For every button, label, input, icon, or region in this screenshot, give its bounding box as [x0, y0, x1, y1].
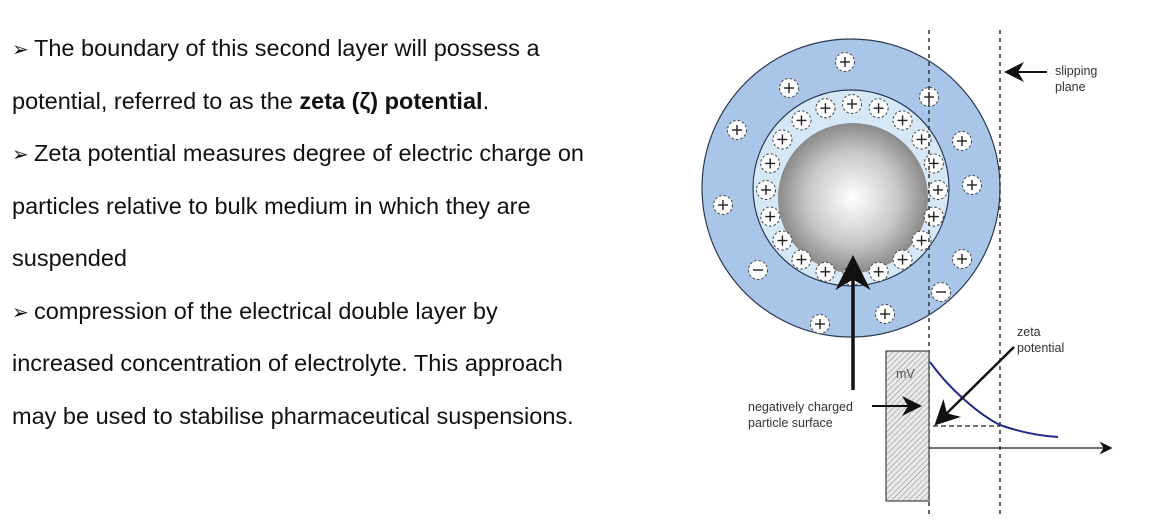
text-line: may be used to stabilise pharmaceutical …	[12, 390, 692, 443]
potential-curve	[929, 361, 1059, 438]
positive-ion-icon	[962, 175, 982, 195]
text-segment: Zeta potential measures degree of electr…	[34, 140, 584, 166]
axis-unit-label: mV	[896, 367, 915, 381]
surface-label-line2: particle surface	[748, 416, 833, 430]
positive-ion-icon	[868, 98, 889, 119]
positive-ion-icon	[928, 180, 948, 200]
slide-text: ➢The boundary of this second layer will …	[12, 22, 692, 442]
positive-ion-icon	[892, 110, 913, 131]
text-line: ➢compression of the electrical double la…	[12, 285, 692, 338]
positive-ion-icon	[760, 153, 781, 174]
positive-ion-icon	[952, 131, 972, 151]
positive-ion-icon	[815, 261, 836, 282]
surface-label-line1: negatively charged	[748, 400, 853, 414]
positive-ion-icon	[835, 52, 855, 72]
diagram-svg	[701, 30, 1113, 518]
positive-ion-icon	[923, 206, 944, 227]
text-segment: suspended	[12, 245, 127, 271]
text-line: suspended	[12, 232, 692, 285]
positive-ion-icon	[952, 249, 972, 269]
positive-ion-icon	[842, 94, 862, 114]
text-segment: increased concentration of electrolyte. …	[12, 350, 563, 376]
positive-ion-icon	[756, 180, 776, 200]
zeta-potential-diagram: slipping plane zeta potential negatively…	[700, 30, 1140, 518]
positive-ion-icon	[772, 129, 793, 150]
text-segment: compression of the electrical double lay…	[34, 297, 498, 324]
text-line: potential, referred to as the zeta (ζ) p…	[12, 75, 692, 128]
particle	[778, 123, 928, 273]
positive-ion-icon	[713, 195, 733, 215]
zeta-label-line1: zeta	[1017, 325, 1041, 339]
slipping-plane-label: slipping plane	[1055, 63, 1097, 95]
text-segment: particles relative to bulk medium in whi…	[12, 192, 531, 219]
negative-ion-icon	[748, 260, 768, 280]
arrow-bullet-icon: ➢	[12, 144, 29, 166]
text-line: ➢Zeta potential measures degree of elect…	[12, 127, 692, 180]
positive-ion-icon	[727, 120, 747, 140]
text-segment: The boundary of this second layer will p…	[34, 35, 540, 61]
positive-ion-icon	[923, 153, 944, 174]
arrow-bullet-icon: ➢	[12, 301, 29, 324]
positive-ion-icon	[779, 78, 799, 98]
negative-ion-icon	[931, 282, 951, 302]
text-segment: .	[482, 87, 490, 114]
bold-term: zeta (ζ) potential	[299, 87, 483, 114]
zeta-potential-label: zeta potential	[1017, 324, 1064, 356]
text-line: increased concentration of electrolyte. …	[12, 337, 692, 390]
slipping-label-line2: plane	[1055, 80, 1086, 94]
text-line: ➢The boundary of this second layer will …	[12, 22, 692, 75]
positive-ion-icon	[911, 230, 932, 251]
positive-ion-icon	[791, 249, 812, 270]
surface-block	[885, 350, 930, 502]
slipping-label-line1: slipping	[1055, 64, 1098, 78]
positive-ion-icon	[868, 261, 889, 282]
positive-ion-icon	[791, 110, 812, 131]
positive-ion-icon	[911, 129, 932, 150]
positive-ion-icon	[875, 304, 895, 324]
positive-ion-icon	[772, 230, 793, 251]
arrow-bullet-icon: ➢	[12, 39, 29, 61]
zeta-label-line2: potential	[1017, 341, 1065, 355]
positive-ion-icon	[760, 206, 781, 227]
text-line: particles relative to bulk medium in whi…	[12, 180, 692, 233]
positive-ion-icon	[810, 314, 830, 334]
text-segment: potential, referred to as the	[12, 87, 300, 114]
positive-ion-icon	[892, 249, 913, 270]
positive-ion-icon	[815, 98, 836, 119]
text-segment: may be used to stabilise pharmaceutical …	[12, 402, 574, 429]
surface-label: negatively charged particle surface	[748, 399, 853, 431]
